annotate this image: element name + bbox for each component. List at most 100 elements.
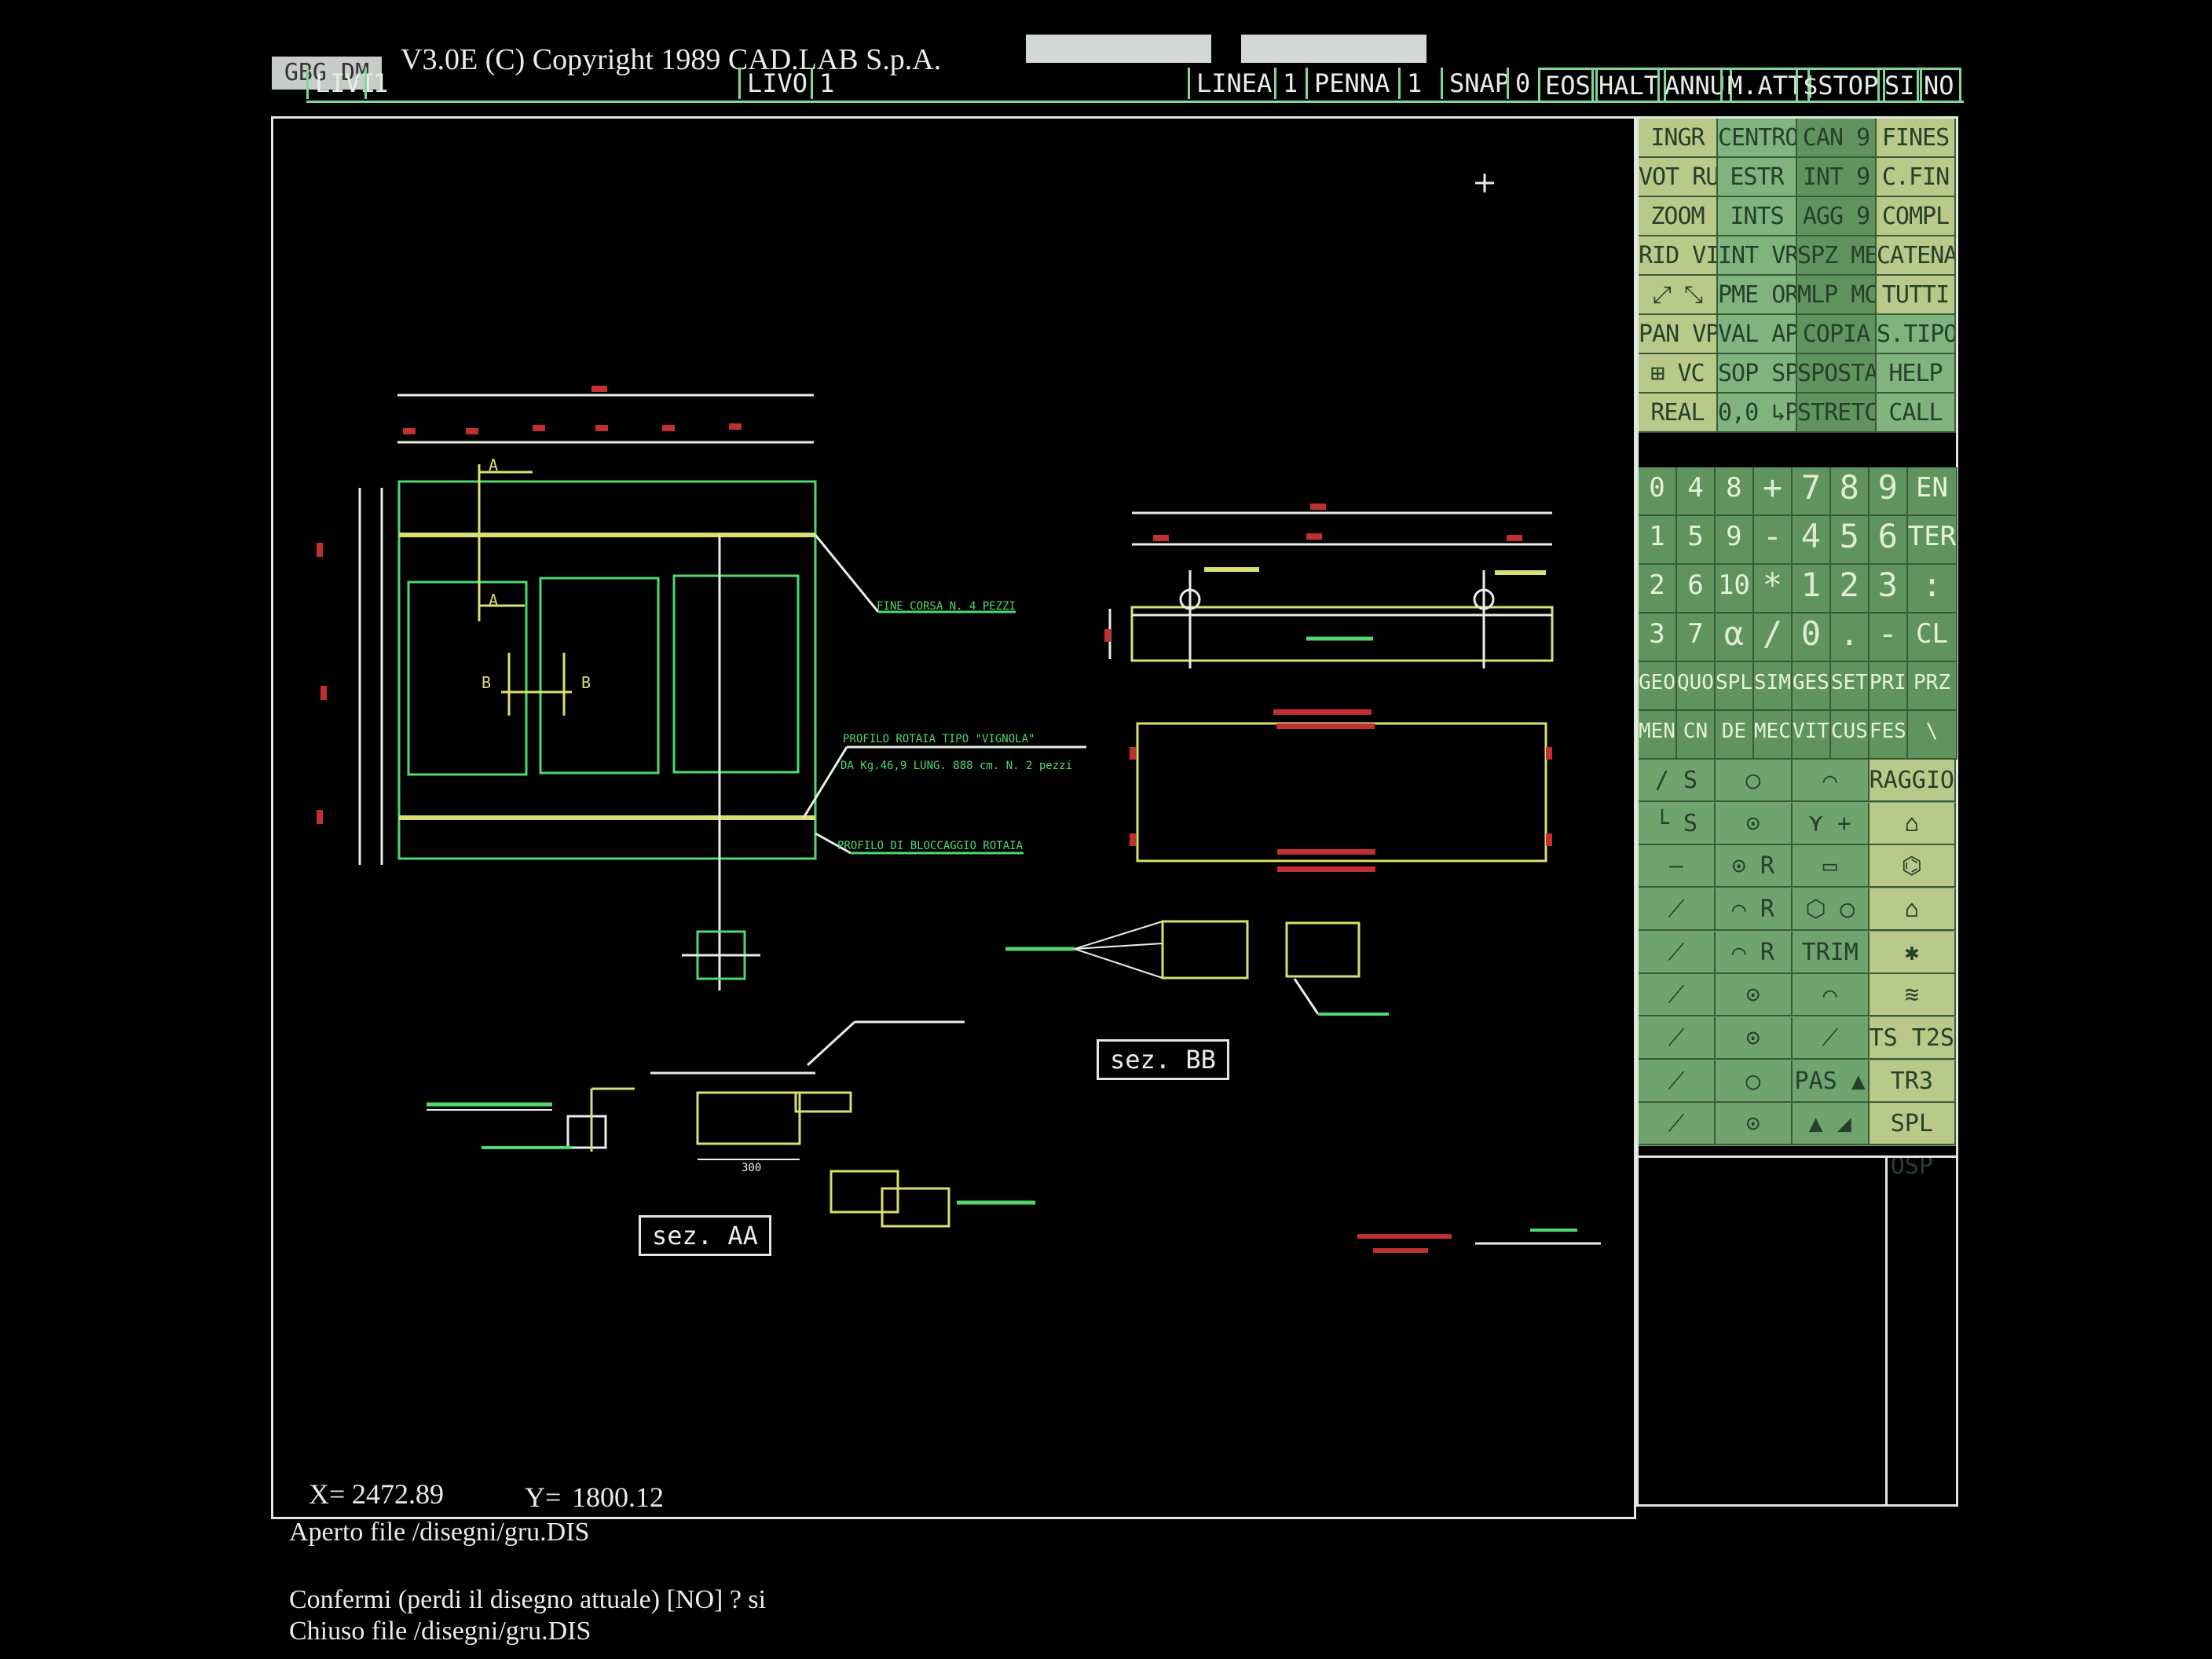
tool-wave-icon[interactable]: ≋ [1869, 974, 1956, 1017]
func-ges[interactable]: GES [1792, 662, 1831, 711]
key-1[interactable]: 1 [1639, 516, 1677, 565]
menu-can[interactable]: CAN 9 [1797, 119, 1877, 158]
menu-compl[interactable]: COMPL [1877, 197, 1956, 236]
menu-spz-mes[interactable]: SPZ MES [1797, 236, 1877, 276]
func-geo[interactable]: GEO [1639, 662, 1677, 711]
annu-button[interactable]: ANNU [1657, 68, 1733, 101]
menu-sop-spz[interactable]: SOP SPZ [1718, 354, 1797, 394]
key-1b[interactable]: 1 [1792, 565, 1831, 613]
drawing-canvas[interactable]: A A B B FINE CORSA N. 4 PEZZI PROFILO RO… [271, 116, 1636, 1519]
tool-diag3-icon[interactable]: ⟋ [1639, 974, 1716, 1017]
tool-circle5-icon[interactable]: ⊙ [1715, 1103, 1793, 1146]
tool-shape1-icon[interactable]: ⌂ [1869, 802, 1956, 845]
func-spl[interactable]: SPL [1715, 662, 1754, 711]
menu-int[interactable]: INT 9 [1797, 158, 1877, 197]
tool-line-s[interactable]: ∕ S [1639, 760, 1716, 802]
func-sim[interactable]: SIM [1753, 662, 1793, 711]
stop-button[interactable]: $STOP [1796, 68, 1886, 101]
func-prz[interactable]: PRZ [1907, 662, 1958, 711]
tool-diag6-icon[interactable]: ⟋ [1639, 1060, 1716, 1103]
key-minus[interactable]: - [1753, 516, 1793, 565]
menu-vot-ru[interactable]: VOT RU [1639, 158, 1718, 197]
key-3b[interactable]: 3 [1869, 565, 1908, 613]
func-de[interactable]: DE [1715, 711, 1754, 760]
func-cn[interactable]: CN [1676, 711, 1716, 760]
tool-polygon-icon[interactable]: ⬡ ◯ [1792, 888, 1870, 931]
tool-arc-r2[interactable]: ⌒ R [1715, 931, 1793, 974]
key-9[interactable]: 9 [1869, 467, 1908, 516]
menu-copia[interactable]: COPIA [1797, 315, 1877, 354]
linea-value[interactable]: 1 [1274, 68, 1298, 99]
tool-arc-r1[interactable]: ⌒ R [1715, 888, 1793, 931]
tool-diag5-icon[interactable]: ⟋ [1792, 1016, 1870, 1060]
menu-help[interactable]: HELP [1877, 354, 1956, 394]
func-set[interactable]: SET [1830, 662, 1870, 711]
halt-button[interactable]: HALT [1591, 68, 1667, 101]
tool-spl-osp[interactable]: SPL OSP [1869, 1103, 1956, 1180]
menu-stipo[interactable]: S.TIPO [1877, 315, 1956, 354]
matt-button[interactable]: M.ATT [1720, 68, 1811, 101]
menu-int-vrt[interactable]: INT VRT [1718, 236, 1797, 276]
key-2[interactable]: 2 [1639, 565, 1677, 613]
menu-stretch[interactable]: STRETCH [1797, 394, 1877, 433]
func-pri[interactable]: PRI [1869, 662, 1908, 711]
menu-ingr[interactable]: INGR [1639, 119, 1718, 158]
tool-curve-icon[interactable]: ⌒ [1792, 974, 1870, 1017]
penna-value[interactable]: 1 [1398, 68, 1438, 99]
func-fes[interactable]: FES [1869, 711, 1908, 760]
key-4[interactable]: 4 [1676, 467, 1716, 516]
menu-val-app[interactable]: VAL APP [1718, 315, 1797, 354]
menu-expand-icon[interactable]: ⤢ ⤡ [1639, 276, 1718, 315]
tool-shape3-icon[interactable]: ⌂ [1869, 888, 1956, 931]
tool-rectangle-icon[interactable]: ▭ [1792, 845, 1870, 888]
tool-diag7-icon[interactable]: ⟋ [1639, 1103, 1716, 1146]
tool-circle-icon[interactable]: ◯ [1715, 760, 1793, 802]
key-0b[interactable]: 0 [1792, 613, 1831, 662]
key-alpha[interactable]: α [1715, 613, 1754, 662]
tool-circle-center-icon[interactable]: ⊙ [1715, 802, 1793, 845]
menu-agg[interactable]: AGG 9 [1797, 197, 1877, 236]
key-4b[interactable]: 4 [1792, 516, 1831, 565]
func-quo[interactable]: QUO [1676, 662, 1716, 711]
key-dash[interactable]: - [1869, 613, 1908, 662]
menu-grid-vc[interactable]: ⊞ VC [1639, 354, 1718, 394]
tool-pas[interactable]: PAS ▲ [1792, 1060, 1870, 1103]
livo-value[interactable]: 1 [811, 68, 1181, 99]
tool-circle3-icon[interactable]: ⊙ [1715, 1016, 1793, 1060]
key-8[interactable]: 8 [1715, 467, 1754, 516]
key-enter-bottom[interactable]: TER [1907, 516, 1958, 565]
key-6[interactable]: 6 [1869, 516, 1908, 565]
menu-estr[interactable]: ESTR [1718, 158, 1797, 197]
tool-circle4-icon[interactable]: ◯ [1715, 1060, 1793, 1103]
key-7a[interactable]: 7 [1676, 613, 1716, 662]
menu-mlp-mct[interactable]: MLP MCT [1797, 276, 1877, 315]
func-men[interactable]: MEN [1639, 711, 1677, 760]
tool-diag4-icon[interactable]: ⟋ [1639, 1016, 1716, 1060]
tool-corner-s[interactable]: └ S [1639, 802, 1716, 845]
menu-sposta[interactable]: SPOSTA [1797, 354, 1877, 394]
tool-hatch-icon[interactable]: ▲ ◢ [1792, 1103, 1870, 1146]
func-slash-icon[interactable]: \ [1907, 711, 1958, 760]
key-dot[interactable]: . [1830, 613, 1870, 662]
func-mec[interactable]: MEC [1753, 711, 1793, 760]
tool-hline-icon[interactable]: — [1639, 845, 1716, 888]
func-cus[interactable]: CUS [1830, 711, 1870, 760]
key-9a[interactable]: 9 [1715, 516, 1754, 565]
tool-raggio[interactable]: RAGGIO [1869, 760, 1956, 802]
key-5b[interactable]: 5 [1830, 516, 1870, 565]
key-8b[interactable]: 8 [1830, 467, 1870, 516]
tool-tr3-lre[interactable]: TR3 LRE [1869, 1060, 1956, 1137]
menu-pme-ori[interactable]: PME ORI [1718, 276, 1797, 315]
menu-centro[interactable]: CENTRO [1718, 119, 1797, 158]
tool-circle2-icon[interactable]: ⊙ [1715, 974, 1793, 1017]
menu-pan-vpr[interactable]: PAN VPR [1639, 315, 1718, 354]
menu-catena[interactable]: CATENA [1877, 236, 1956, 276]
tool-diag2-icon[interactable]: ⟋ [1639, 931, 1716, 974]
tool-fork-icon[interactable]: ⋎ + [1792, 802, 1870, 845]
tool-diag1-icon[interactable]: ⟋ [1639, 888, 1716, 931]
menu-real[interactable]: REAL [1639, 394, 1718, 433]
menu-ints[interactable]: INTS [1718, 197, 1797, 236]
si-button[interactable]: SI [1877, 68, 1922, 101]
menu-origin-pn[interactable]: 0,0 ↳PN [1718, 394, 1797, 433]
key-plus[interactable]: + [1753, 467, 1793, 516]
